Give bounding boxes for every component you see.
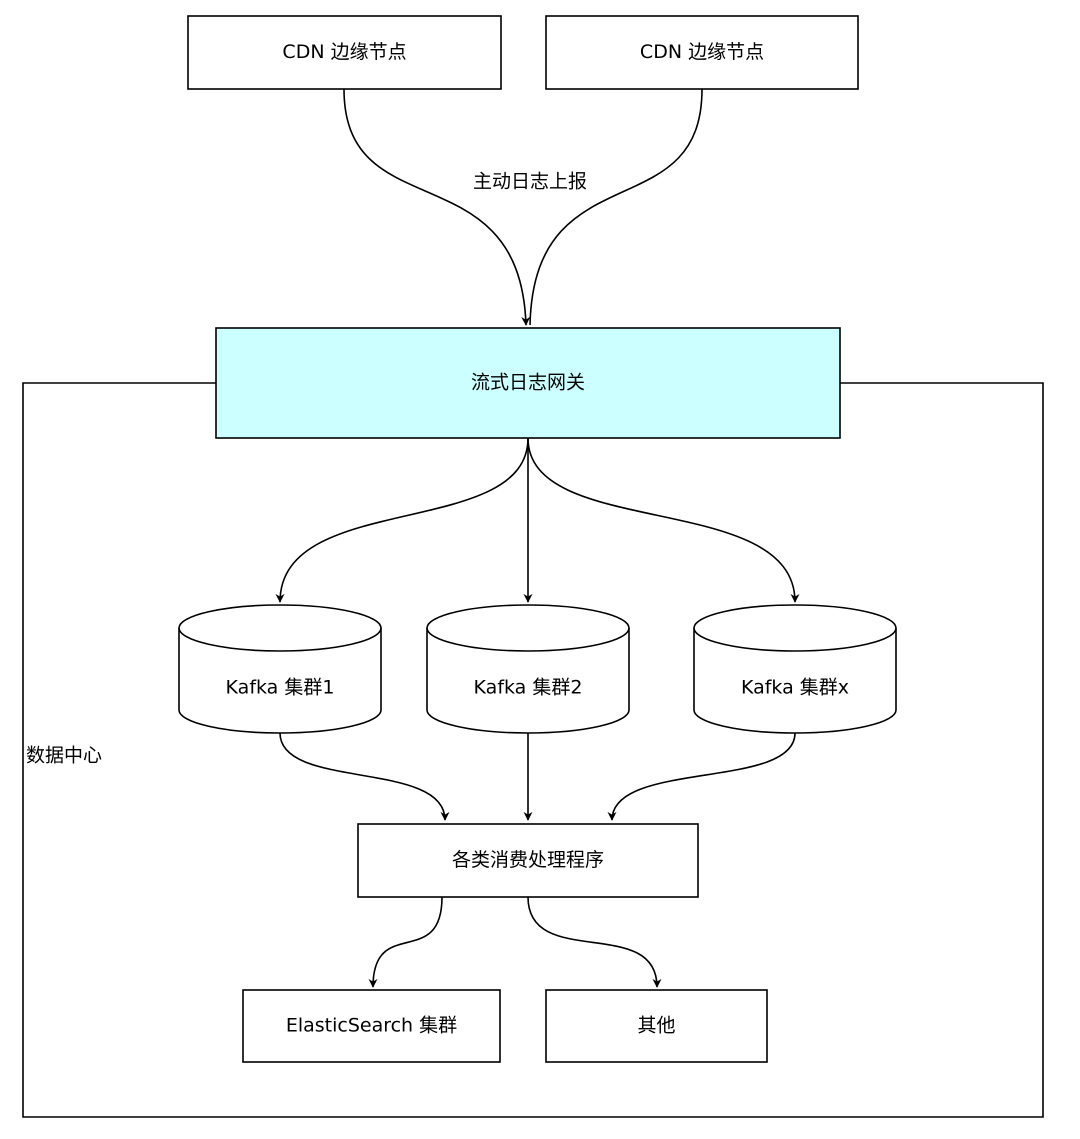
edge-kafka-1-to-consumers — [279, 732, 450, 821]
edge-gateway-to-kafka-x — [527, 437, 800, 603]
consumer-programs-label: 各类消费处理程序 — [452, 849, 604, 871]
log-gateway: 流式日志网关 — [215, 327, 841, 439]
edge-cdn2-to-gateway — [529, 88, 703, 326]
consumer-programs: 各类消费处理程序 — [357, 823, 699, 898]
edge-consumers-to-other — [527, 896, 662, 988]
edge-kafka-x-to-consumers — [607, 732, 796, 821]
datacenter-label: 数据中心 — [26, 745, 102, 767]
cdn-edge-node-2: CDN 边缘节点 — [545, 15, 859, 90]
edge-consumers-to-elasticsearch — [368, 896, 443, 988]
log-gateway-box — [215, 327, 841, 439]
elasticsearch-cluster-label: ElasticSearch 集群 — [286, 1015, 457, 1037]
kafka-cluster-2-label: Kafka 集群2 — [474, 677, 583, 699]
kafka-cluster-x: Kafka 集群x — [693, 604, 897, 734]
edge-gateway-to-kafka-1 — [275, 437, 529, 603]
log-gateway-label: 流式日志网关 — [471, 372, 585, 394]
edge-cdn1-to-gateway — [343, 88, 531, 326]
cdn-edge-node-1-label: CDN 边缘节点 — [282, 41, 406, 63]
other-sink: 其他 — [545, 989, 768, 1063]
kafka-cluster-1: Kafka 集群1 — [178, 604, 382, 734]
elasticsearch-cluster: ElasticSearch 集群 — [242, 989, 501, 1063]
kafka-cluster-2: Kafka 集群2 — [426, 604, 630, 734]
cdn-edge-node-2-label: CDN 边缘节点 — [640, 41, 764, 63]
kafka-cluster-1-label: Kafka 集群1 — [226, 677, 335, 699]
report-label: 主动日志上报 — [473, 171, 587, 193]
datacenter-boundary — [22, 382, 1044, 1118]
kafka-cluster-x-label: Kafka 集群x — [741, 677, 849, 699]
cdn-edge-node-1: CDN 边缘节点 — [187, 15, 502, 90]
other-sink-label: 其他 — [637, 1015, 675, 1037]
